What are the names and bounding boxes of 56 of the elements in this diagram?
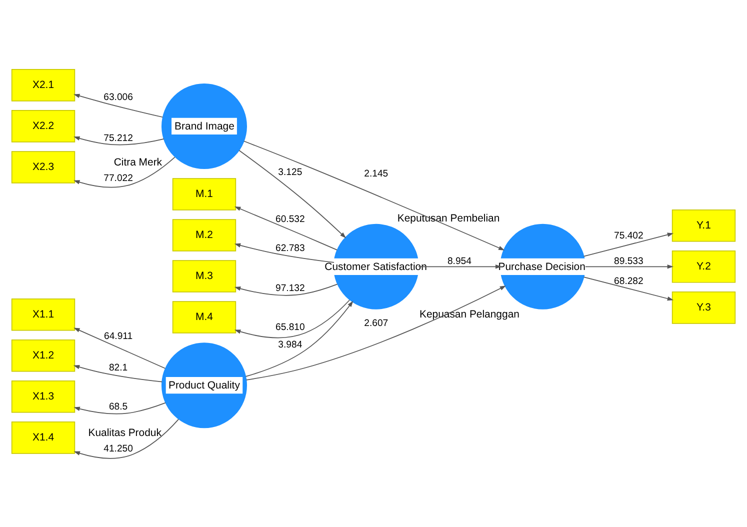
node-box: X1.2 (11, 339, 76, 372)
node-box: X1.4 (11, 421, 76, 454)
node-box: Y.1 (672, 209, 736, 242)
edge-label: 82.1 (108, 362, 128, 373)
arrow (234, 206, 338, 250)
node-circle: Product Quality (162, 342, 247, 428)
edge-label: 8.954 (447, 255, 472, 266)
node-label: Kualitas Produk (88, 428, 162, 439)
arrow (74, 136, 164, 145)
node-circle: Brand Image (162, 82, 247, 168)
arrow (234, 299, 350, 338)
node-box: M.3 (172, 260, 236, 292)
edge-label: 97.132 (276, 282, 305, 294)
arrow (74, 402, 166, 414)
node-box: Y.3 (672, 291, 736, 324)
edge-label: 60.532 (276, 214, 305, 224)
arrow (73, 364, 162, 382)
node-box: M.4 (172, 300, 236, 333)
arrow (243, 140, 505, 250)
arrow (238, 149, 346, 238)
arrow (234, 283, 338, 296)
arrow (74, 156, 176, 188)
edge-label: 62.783 (276, 242, 305, 254)
arrow (245, 300, 354, 376)
arrow (234, 242, 334, 262)
edge-label: 77.022 (104, 172, 133, 184)
arrow (583, 232, 674, 256)
edge-label: 68.282 (614, 275, 644, 286)
node-box: X1.1 (11, 298, 76, 330)
edge-label: 2.145 (364, 168, 388, 180)
node-box: Y.2 (672, 250, 736, 282)
node-box: X2.1 (11, 68, 76, 101)
edge-label: 2.607 (364, 317, 388, 328)
edge-label: 3.125 (278, 166, 302, 178)
arrow (74, 327, 166, 368)
edge-label: 41.250 (104, 442, 133, 454)
arrow (74, 93, 164, 118)
node-box: X2.2 (11, 110, 76, 142)
edge-label: 89.533 (614, 255, 644, 266)
edge-label: 63.006 (104, 91, 133, 102)
edge-label: 75.402 (614, 230, 644, 242)
edge-label: 68.5 (108, 401, 128, 412)
arrow (418, 264, 502, 268)
edge-label: 75.212 (104, 132, 133, 144)
node-box: X1.3 (11, 380, 76, 412)
arrow (74, 418, 179, 458)
node-box: M.2 (172, 218, 236, 251)
edge-label: 65.810 (276, 322, 305, 333)
edge-label: 3.984 (278, 339, 302, 350)
arrow (246, 285, 506, 380)
edge-label: 64.911 (104, 330, 133, 342)
node-box: M.1 (172, 178, 236, 210)
node-label: Citra Merk (114, 157, 162, 168)
node-box: X2.3 (11, 150, 76, 183)
arrow (585, 264, 674, 268)
arrow (583, 276, 674, 300)
